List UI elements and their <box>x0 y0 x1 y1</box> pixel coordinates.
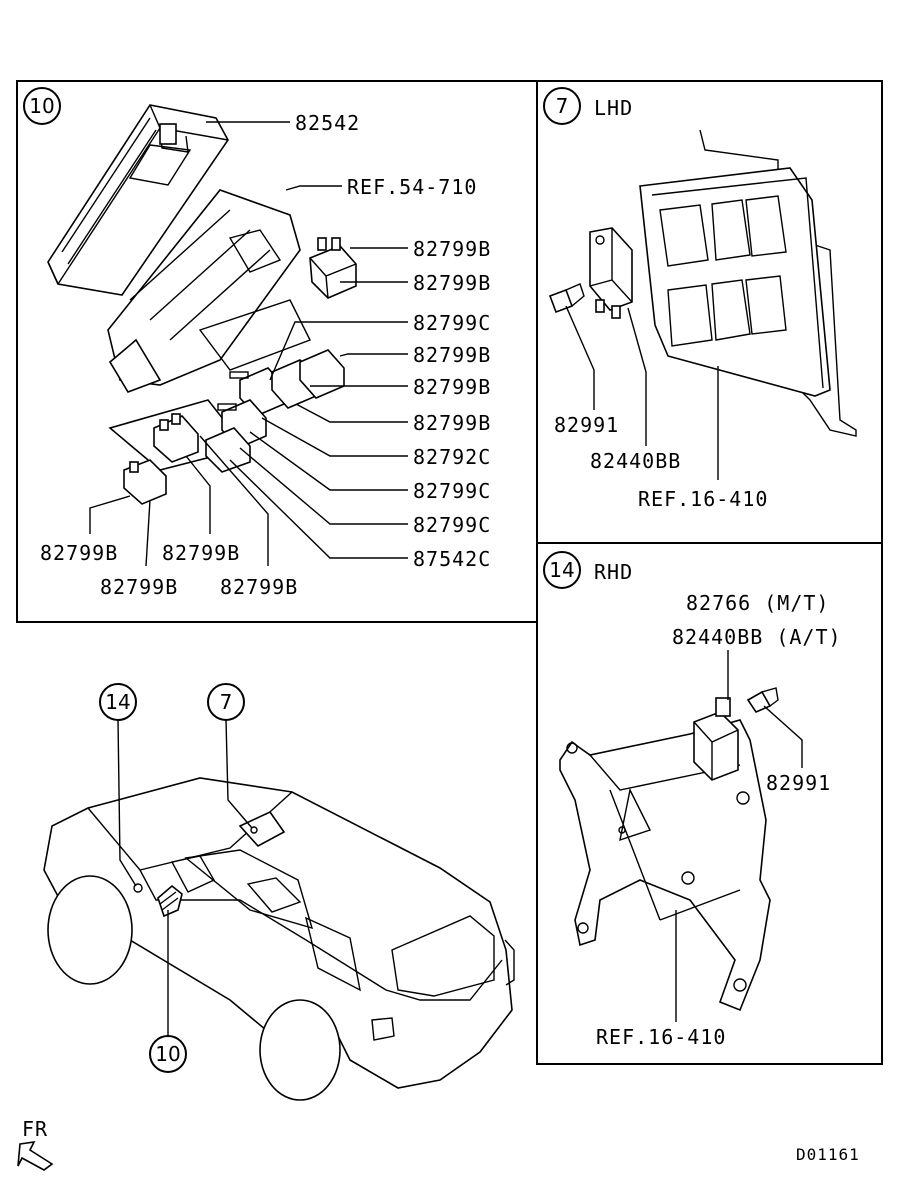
vehicle-illustration: 14 7 10 <box>43 683 515 1101</box>
front-label: FR <box>22 1117 48 1141</box>
panel-7-badge <box>543 87 581 125</box>
relay-82440bb-rhd <box>693 697 739 781</box>
label-82799c-1: 82799C <box>413 311 491 335</box>
panel-7-badge-text: 7 <box>556 94 569 118</box>
label-87542c: 87542C <box>413 547 491 571</box>
ecu-bracket-rhd <box>559 719 771 1012</box>
relay-bottom-left <box>123 413 199 505</box>
front-arrow-icon <box>17 1140 54 1171</box>
panel-10-badge-text: 10 <box>29 94 54 118</box>
label-82799b-2: 82799B <box>413 271 491 295</box>
label-82799c-2: 82799C <box>413 479 491 503</box>
panel-14-title: RHD <box>594 560 633 584</box>
label-82991-lhd: 82991 <box>554 413 619 437</box>
control-unit-82542 <box>47 104 229 296</box>
vehicle-badge-14-text: 14 <box>105 690 130 714</box>
vehicle-badge-10-text: 10 <box>155 1042 180 1066</box>
label-82799b-8: 82799B <box>162 541 240 565</box>
label-ref-54-710: REF.54-710 <box>347 175 477 199</box>
label-82799b-6: 82799B <box>40 541 118 565</box>
panel-10: 10 82542 REF.54-710 <box>23 87 491 599</box>
label-82799b-5: 82799B <box>413 411 491 435</box>
panel-7-title: LHD <box>594 96 633 120</box>
label-82799b-7: 82799B <box>100 575 178 599</box>
label-82440bb-lhd: 82440BB <box>590 449 681 473</box>
ecu-bracket-lhd <box>639 129 857 437</box>
label-82799b-4: 82799B <box>413 375 491 399</box>
panel-14-badge <box>543 551 581 589</box>
relay-top-right <box>309 237 357 299</box>
panel-7: 7 LHD 82991 82440BB REF.16-410 <box>543 87 857 511</box>
label-82792c: 82792C <box>413 445 491 469</box>
panel-10-badge <box>23 87 61 125</box>
label-ref-16-410-rhd: REF.16-410 <box>596 1025 726 1049</box>
panel-14-badge-text: 14 <box>549 558 574 582</box>
panel-14-frame <box>536 542 883 1065</box>
panel-14: 14 RHD 82766 (M/T) 82440BB (A/T) <box>543 551 842 1049</box>
front-arrow: FR <box>17 1117 54 1171</box>
diagram-code: D01161 <box>796 1145 860 1164</box>
label-82542: 82542 <box>295 111 360 135</box>
label-82799c-3: 82799C <box>413 513 491 537</box>
vehicle-badge-7-text: 7 <box>220 690 233 714</box>
label-82799b-3: 82799B <box>413 343 491 367</box>
label-82440bb-at: 82440BB (A/T) <box>672 625 842 649</box>
label-82799b-1: 82799B <box>413 237 491 261</box>
label-82799b-9: 82799B <box>220 575 298 599</box>
bolt-82991-rhd <box>746 687 779 713</box>
relay-82440bb-lhd <box>589 227 633 319</box>
label-82991-rhd: 82991 <box>766 771 831 795</box>
label-82766-mt: 82766 (M/T) <box>686 591 829 615</box>
label-ref-16-410-lhd: REF.16-410 <box>638 487 768 511</box>
